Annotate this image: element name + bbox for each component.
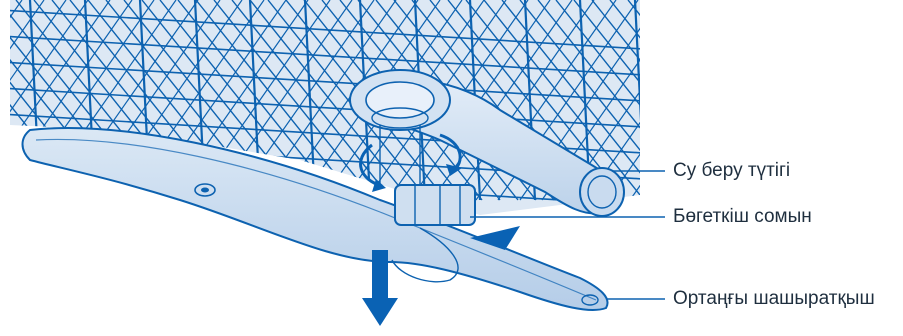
locking-nut: [395, 185, 475, 225]
label-supply-tube: Су беру түтігі: [673, 160, 790, 182]
label-locking-nut: Бөгеткіш сомын: [673, 206, 812, 228]
label-middle-spray-arm: Ортаңғы шашыратқыш: [673, 288, 875, 310]
